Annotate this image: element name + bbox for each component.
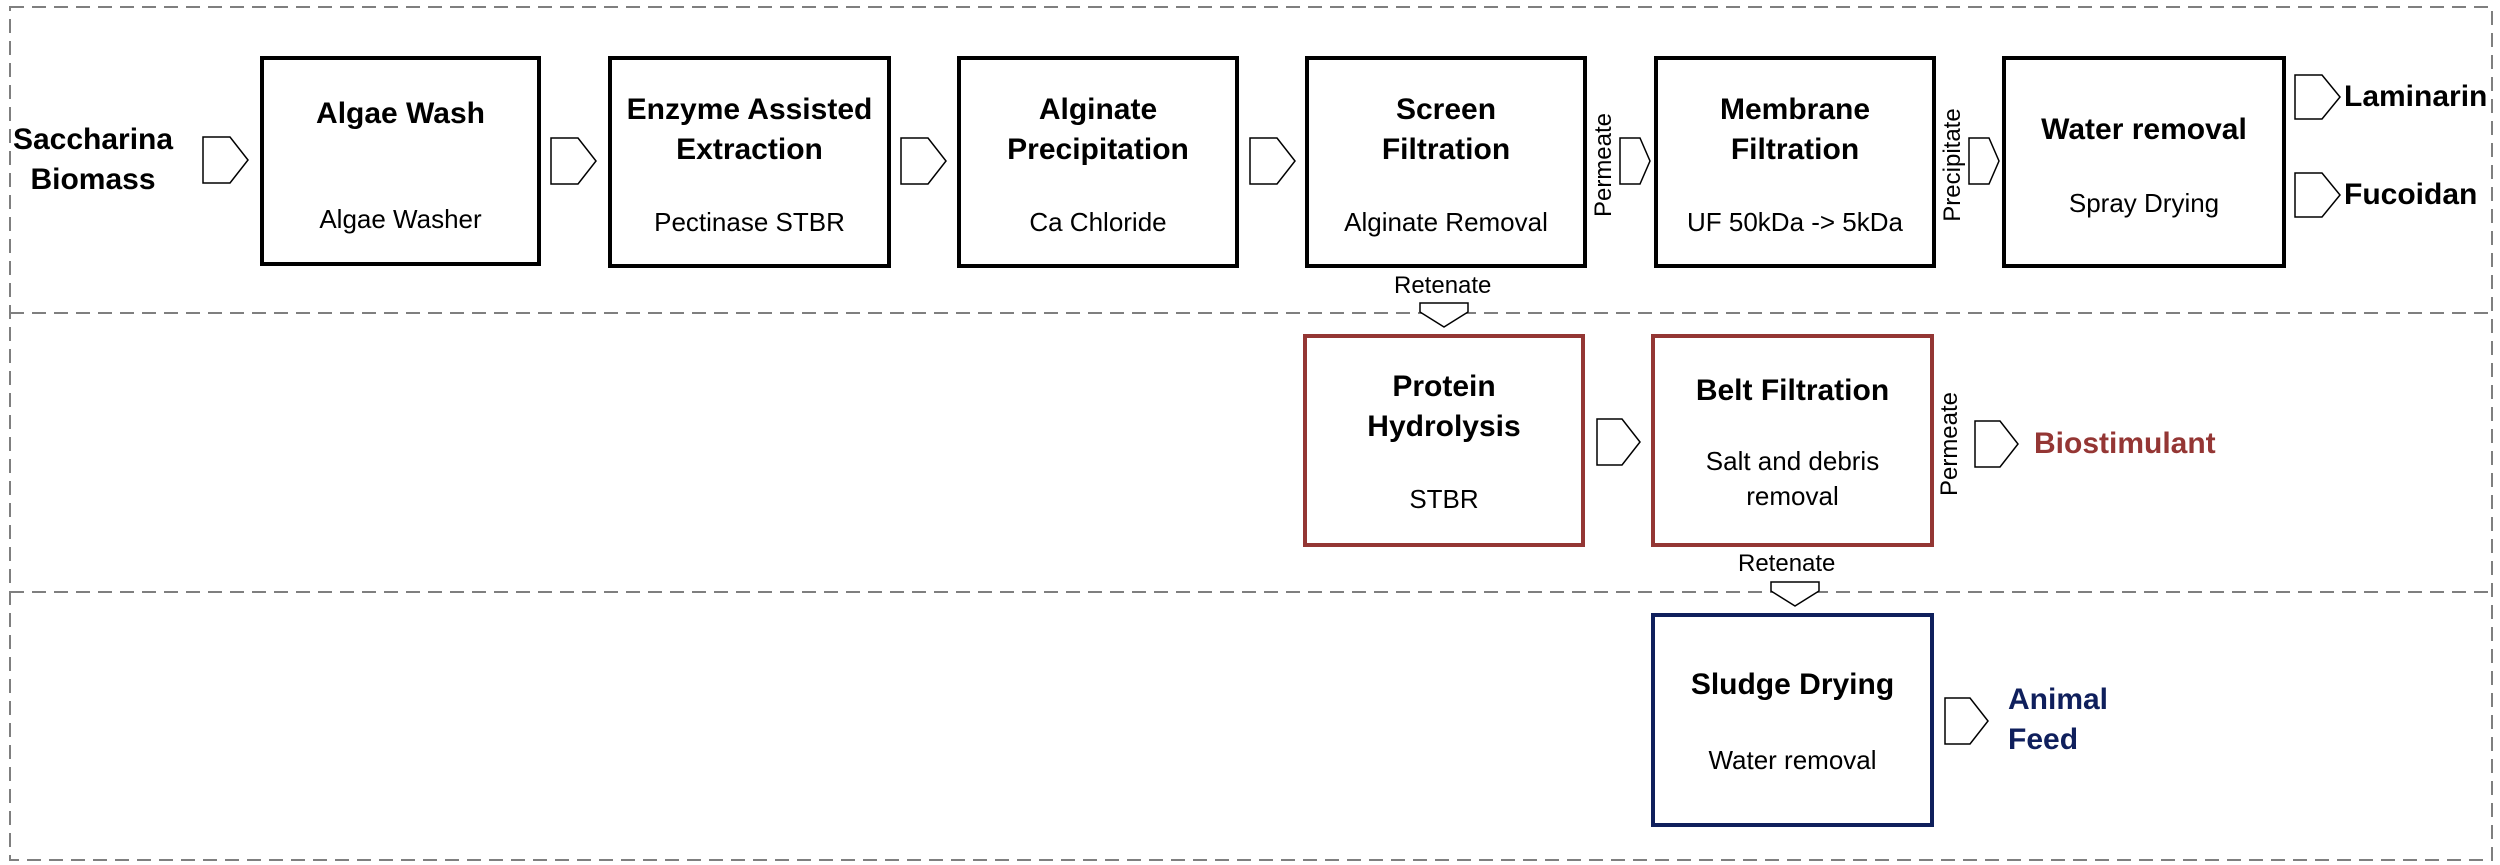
arrow-screen-to-membrane [1619,137,1651,185]
input-line-2: Biomass [30,163,156,196]
stage-title: Membrane Filtration [1719,93,1871,166]
stage-title: Algae Wash [316,97,485,130]
stage-subtitle: Pectinase STBR [654,207,845,237]
arrow-to-biostimulant [1974,420,2019,468]
stage-alginate-precipitation: Alginate Precipitation Ca Chloride [957,56,1239,268]
arrow-input-to-wash [202,136,249,184]
stage-screen-filtration: Screen Filtration Alginate Removal [1305,56,1587,268]
stage-enzyme-extraction: Enzyme Assisted Extraction Pectinase STB… [608,56,891,268]
arrow-hydrolysis-to-belt [1596,418,1641,466]
stage-sludge-drying: Sludge Drying Water removal [1651,613,1934,827]
arrow-screen-retenate-down [1419,302,1469,328]
stage-water-removal: Water removal Spray Drying [2002,56,2286,268]
stage-subtitle: Alginate Removal [1344,207,1548,237]
stage-subtitle: UF 50kDa -> 5kDa [1686,207,1904,237]
input-saccharina-biomass: Saccharina Biomass [8,120,178,200]
flow-label-retenate-2: Retenate [1738,550,1836,577]
stage-subtitle: Water removal [1708,745,1877,775]
arrow-to-laminarin [2294,74,2341,120]
arrow-membrane-to-water-removal [1968,137,2000,185]
output-biostimulant: Biostimulant [2034,427,2216,460]
stage-title: Belt Filtration [1695,374,1890,407]
input-line-1: Saccharina [12,123,174,156]
outer-dashed-border [9,6,2493,861]
arrow-to-animal-feed [1944,697,1989,745]
arrow-belt-retenate-down [1770,581,1820,607]
stage-subtitle: Spray Drying [2068,188,2220,218]
flow-label-precipitate: Precipitate [1939,108,1966,222]
flow-label-permeate-1: Permeate [1590,112,1617,218]
stage-belt-filtration: Belt Filtration Salt and debris removal [1651,334,1934,547]
flow-label-permeate-2: Permeate [1936,391,1963,497]
stage-title: Screen Filtration [1381,93,1511,166]
stage-title: Alginate Precipitation [1007,93,1189,166]
stage-title: Water removal [2041,113,2247,146]
output-fucoidan: Fucoidan [2344,178,2478,211]
arrow-to-fucoidan [2294,172,2341,218]
flow-label-retenate-1: Retenate [1394,272,1492,299]
stage-title: Enzyme Assisted Extraction [626,93,873,166]
arrow-precipitation-to-screen [1249,137,1296,185]
stage-algae-wash: Algae Wash Algae Washer [260,56,541,266]
stage-subtitle: Algae Washer [319,204,482,234]
stage-membrane-filtration: Membrane Filtration UF 50kDa -> 5kDa [1654,56,1936,268]
stage-subtitle: Ca Chloride [1029,207,1167,237]
stage-title: Protein Hydrolysis [1367,370,1521,443]
stage-subtitle: Salt and debris removal [1705,446,1880,511]
stage-subtitle: STBR [1409,484,1479,514]
output-laminarin: Laminarin [2344,80,2488,113]
output-animal-feed: Animal Feed [2008,683,2109,756]
arrow-extraction-to-precipitation [900,137,947,185]
stage-title: Sludge Drying [1690,668,1895,701]
arrow-wash-to-extraction [550,137,597,185]
stage-protein-hydrolysis: Protein Hydrolysis STBR [1303,334,1585,547]
